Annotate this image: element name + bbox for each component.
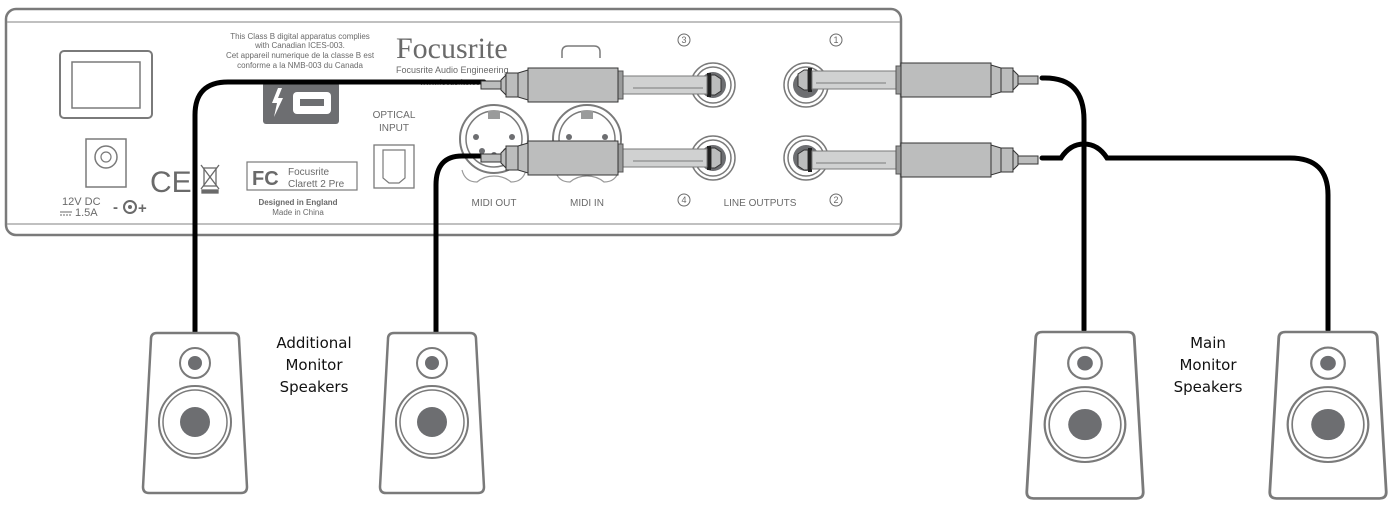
svg-text:Monitor: Monitor [285,356,343,374]
additional-speaker-right [378,331,486,495]
svg-text:Clarett 2 Pre: Clarett 2 Pre [288,179,345,190]
svg-text:1.5A: 1.5A [75,207,98,219]
thunderbolt-port [263,82,339,124]
svg-text:conforme a la NMB-003 du Canad: conforme a la NMB-003 du Canada [237,61,363,70]
svg-text:4: 4 [681,195,686,205]
focusrite-logo: Focusrite [396,32,508,65]
main-speaker-right [1268,330,1388,500]
compliance-text: This Class B digital apparatus complies … [226,32,375,70]
svg-text:Additional: Additional [276,334,351,352]
interface-back-panel: 12V DC 1.5A - + CE This Class B digital … [4,7,903,237]
svg-text:+: + [138,200,147,217]
svg-text:MIDI OUT: MIDI OUT [472,198,517,209]
additional-monitor-label: Additional Monitor Speakers [276,334,351,396]
ce-mark: CE [150,166,192,199]
svg-text:FC: FC [252,168,279,190]
svg-text:Made in China: Made in China [272,208,324,217]
svg-text:Designed in England: Designed in England [258,198,337,207]
svg-text:Speakers: Speakers [1174,378,1243,396]
additional-speaker-left [141,331,249,495]
brand-subtitle: Focusrite Audio Engineering [396,65,509,75]
svg-text:Speakers: Speakers [280,378,349,396]
svg-text:This Class B digital apparatus: This Class B digital apparatus complies [230,32,370,41]
svg-text:Focusrite: Focusrite [288,167,330,178]
cables [192,75,1331,336]
svg-text:Cet appareil numerique de la c: Cet appareil numerique de la classe B es… [226,51,375,60]
svg-text:Monitor: Monitor [1179,356,1237,374]
polarity-symbol: - [113,199,118,216]
optical-input: OPTICAL INPUT [373,110,416,189]
svg-text:2: 2 [833,195,838,205]
main-speaker-left [1025,330,1145,500]
svg-text:OPTICAL: OPTICAL [373,110,416,121]
svg-text:Main: Main [1190,334,1226,352]
main-monitor-label: Main Monitor Speakers [1174,334,1243,396]
svg-text:MIDI IN: MIDI IN [570,198,604,209]
model-label: FC Focusrite Clarett 2 Pre Designed in E… [246,161,358,217]
svg-text:3: 3 [681,35,686,45]
weee-icon [200,164,220,194]
svg-text:with Canadian ICES-003.: with Canadian ICES-003. [254,41,345,50]
svg-text:INPUT: INPUT [379,123,409,134]
power-label: 12V DC [62,196,101,208]
svg-text:1: 1 [833,35,838,45]
line-outputs-label: LINE OUTPUTS [724,198,797,209]
